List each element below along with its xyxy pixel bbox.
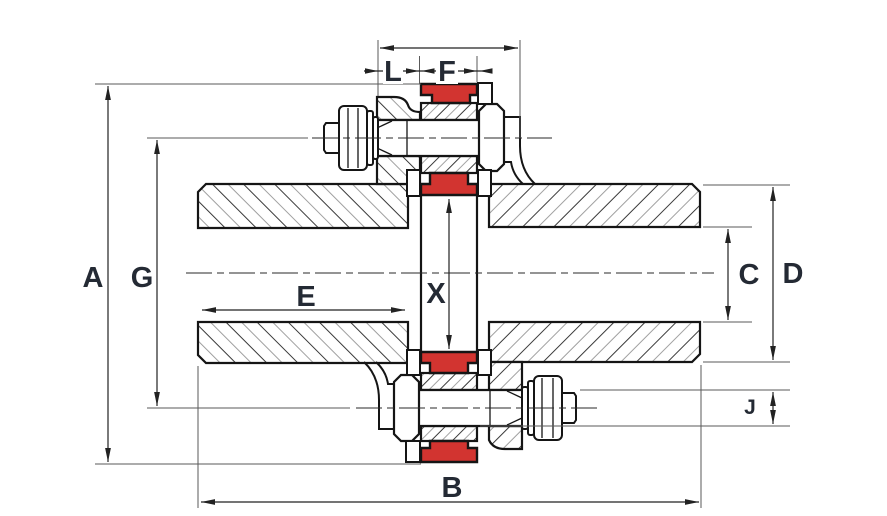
disc-retainer-tabs	[405, 82, 493, 463]
dim-label-J: J	[744, 396, 756, 419]
elastomer-element-bottom	[419, 439, 479, 464]
dim-A: A	[83, 86, 111, 462]
dim-label-B: B	[442, 472, 463, 504]
top-bolt	[323, 102, 536, 185]
dim-C: C	[725, 229, 760, 320]
dim-label-F: F	[438, 56, 456, 88]
elastomer-element-top	[419, 82, 479, 105]
dim-label-G: G	[131, 262, 154, 294]
dim-label-E: E	[296, 281, 315, 313]
elastomer-element-upper-mid	[419, 171, 479, 197]
dim-J: J	[744, 392, 776, 424]
dim-D: D	[770, 187, 804, 360]
elastomer-element-lower-mid	[419, 350, 479, 375]
right-flange	[487, 360, 524, 451]
left-flange-recess-outline	[363, 361, 394, 430]
extension-lines	[95, 40, 790, 508]
dim-X: X	[426, 199, 452, 349]
dim-label-C: C	[739, 259, 760, 291]
left-hub	[196, 182, 410, 365]
right-hub	[487, 182, 702, 364]
dim-label-X: X	[426, 278, 446, 310]
dim-G: G	[131, 140, 160, 406]
right-flange-sleeve-outline	[505, 116, 536, 185]
dim-label-L: L	[384, 56, 402, 88]
dim-B: B	[201, 472, 699, 505]
dim-L-F: L F	[364, 56, 493, 88]
dim-label-A: A	[83, 262, 104, 294]
elastomer-elements	[419, 82, 479, 464]
dim-label-D: D	[783, 258, 804, 290]
center-disc	[419, 101, 479, 443]
dim-E: E	[202, 281, 405, 313]
